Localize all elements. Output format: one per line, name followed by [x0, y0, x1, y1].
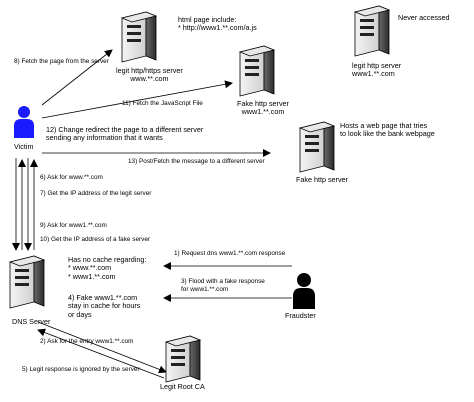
root-ca-server-icon: [164, 335, 202, 383]
step-1-label: 1) Request dns www1.**.com response: [174, 250, 286, 257]
unaccessed-server-icon: [353, 5, 391, 57]
fake-server-right-icon: [298, 121, 336, 173]
fake-server-right-label: Fake http server: [296, 175, 348, 184]
legit-server-icon: [120, 11, 158, 63]
step-12-label: 12) Change redirect the page to a differ…: [46, 125, 204, 143]
root-ca-label: Legit Root CA: [160, 382, 205, 391]
step-6-label: 6) Ask for www.**.com: [40, 174, 103, 181]
victim-label: Victim: [14, 142, 34, 151]
step-10-label: 10) Get the IP address of a fake server: [40, 236, 151, 243]
step-7-label: 7) Get the IP address of the legit serve…: [40, 190, 152, 197]
dns-cache-note: Has no cache regarding:* www.**.com* www…: [68, 255, 147, 281]
step-5-label: 5) Legit response is ignored by the serv…: [22, 366, 140, 373]
step-2-label: 2) Ask for the entry www1.**.com: [40, 338, 134, 345]
step-8-label: 8) Fetch the page from the server: [14, 58, 109, 65]
fraudster-label: Fraudster: [285, 311, 316, 320]
legit-server-note: html page include:* http://www1.**.com/a…: [178, 15, 257, 33]
arrow-step-5: [37, 328, 165, 379]
arrow-step-11: [41, 80, 233, 119]
dns-server-label: DNS Server: [12, 317, 51, 326]
fraudster-person-icon: [293, 273, 315, 309]
unaccessed-server-note: Never accessed: [398, 13, 450, 22]
arrow-step-8: [41, 49, 113, 106]
step-11-label: 11) Fetch the JavaScript File: [122, 100, 203, 107]
step-13-label: 13) Post/Fetch the message to a differen…: [128, 158, 265, 165]
arrow-step-2: [37, 321, 167, 374]
step-9-label: 9) Ask for www1.**.com: [40, 222, 107, 229]
fake-server-top-icon: [238, 45, 276, 97]
dns-server-icon: [8, 255, 46, 309]
victim-person-icon: [14, 106, 34, 138]
